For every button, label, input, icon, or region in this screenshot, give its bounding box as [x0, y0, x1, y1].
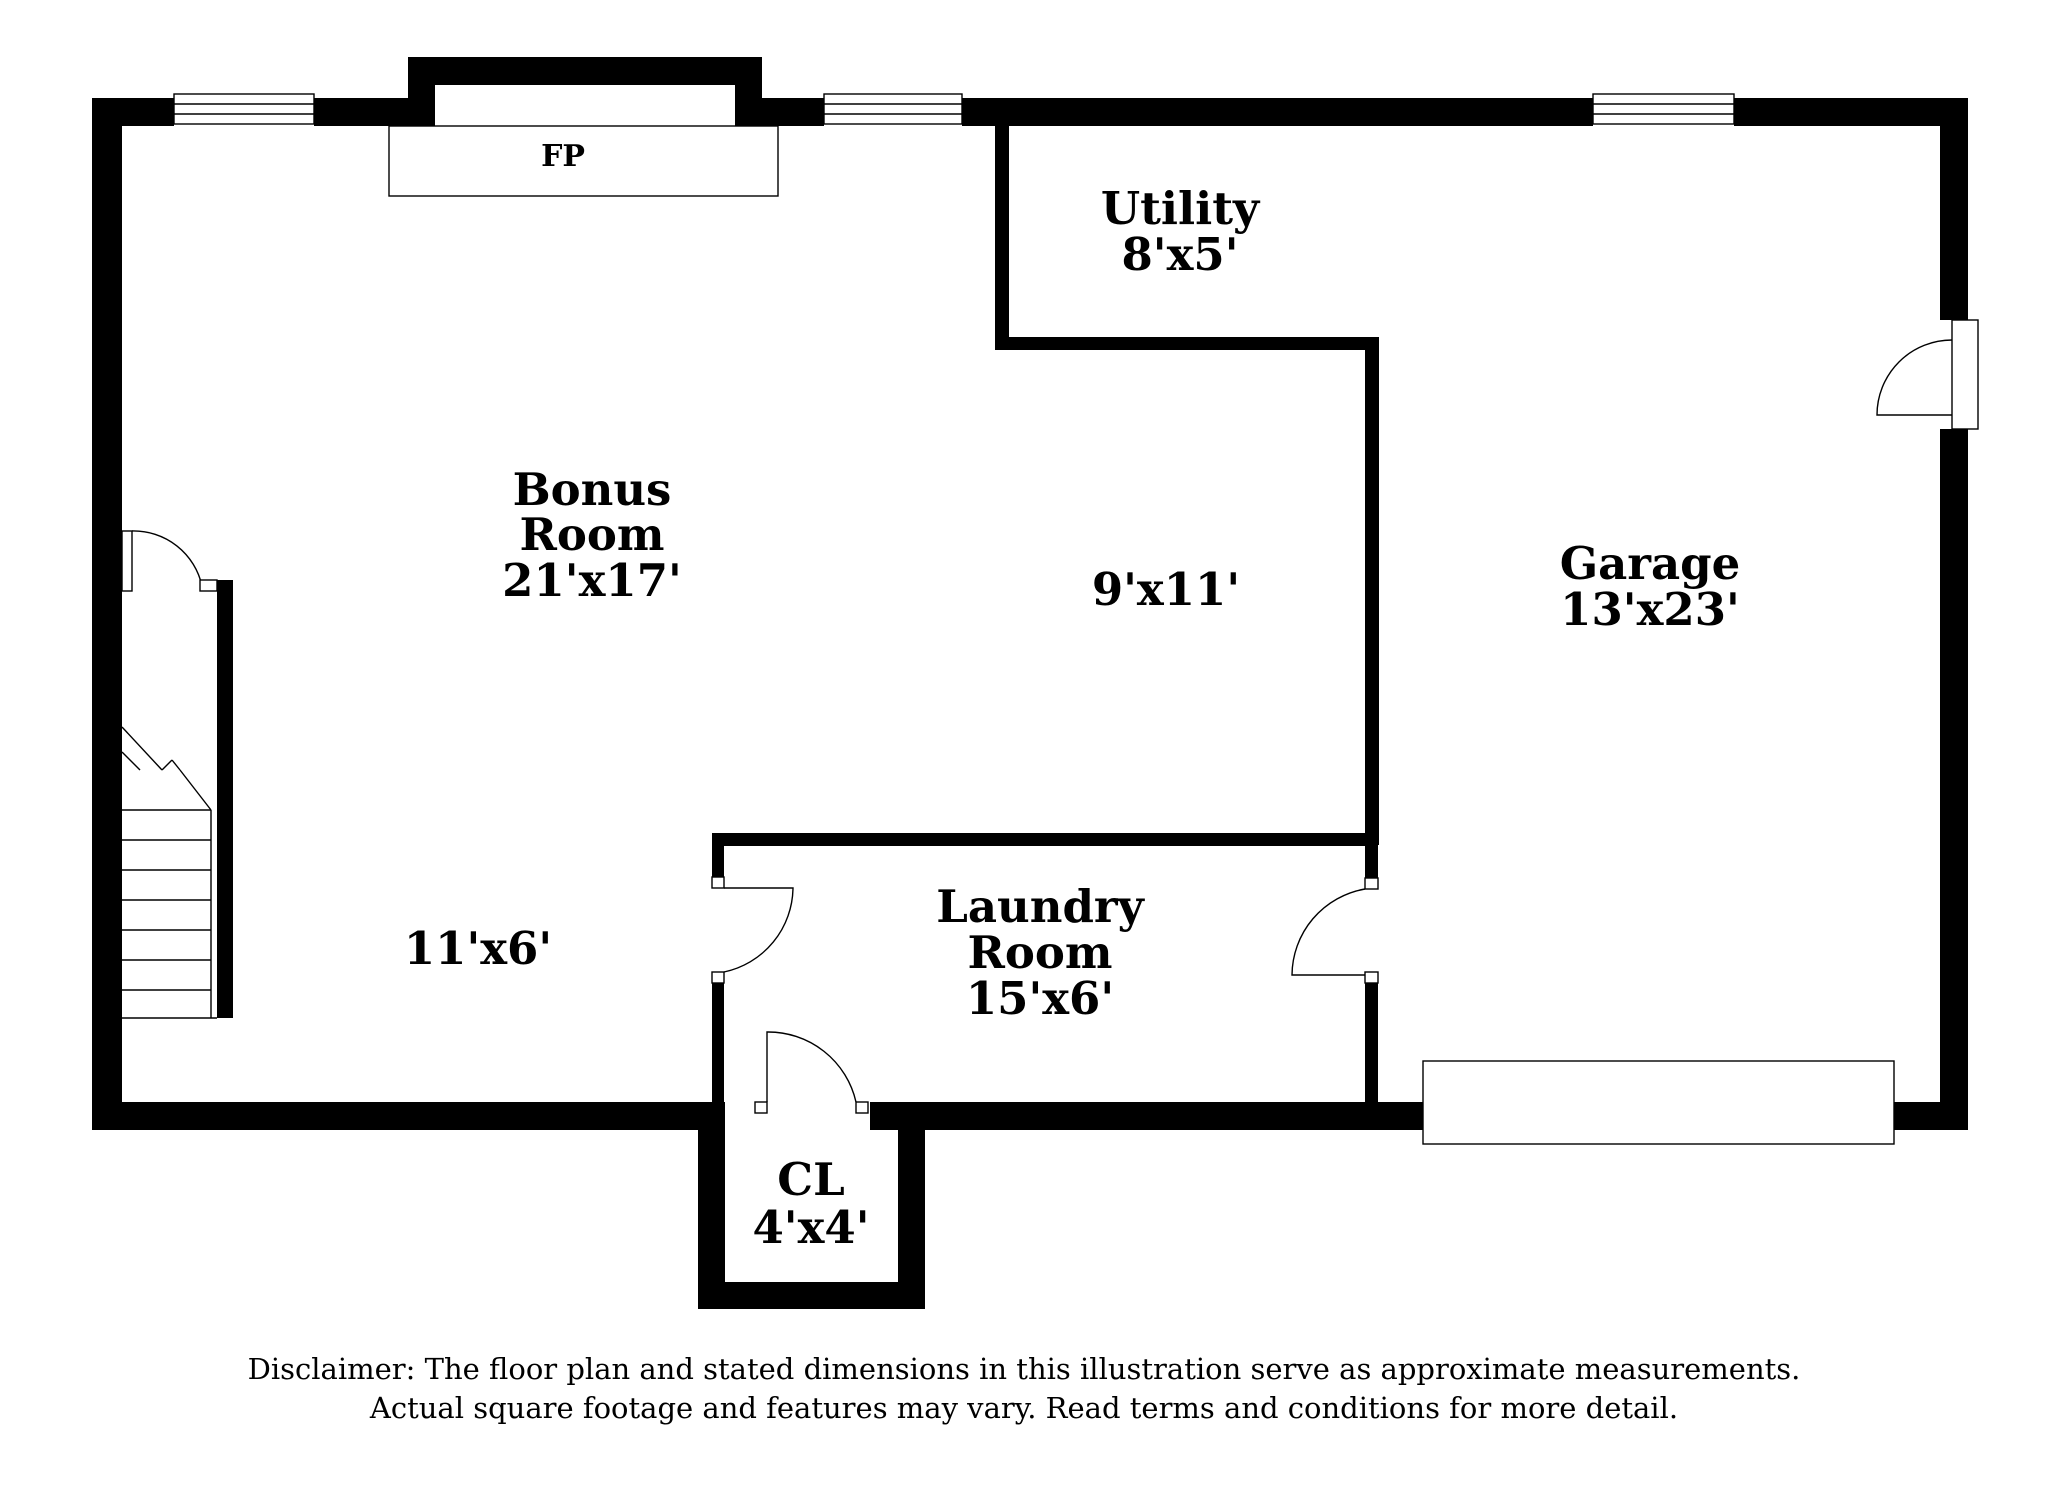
window-top-right	[1592, 93, 1735, 125]
interior-walls	[217, 117, 1379, 1103]
closet-dims: 4'x4'	[752, 1201, 869, 1254]
window-top-middle	[823, 93, 963, 125]
bonus-room-name-line2: Room	[519, 508, 664, 561]
windows	[173, 93, 1735, 125]
lower-left-area-dims: 11'x6'	[404, 922, 552, 975]
window-top-left	[173, 93, 315, 125]
door-laundry-left	[711, 876, 794, 984]
utility-dims: 8'x5'	[1121, 228, 1238, 281]
bonus-room-name-line1: Bonus	[513, 463, 672, 516]
laundry-room-name-line1: Laundry	[936, 880, 1145, 933]
door-garage-side	[1876, 319, 1979, 430]
garage-door	[1422, 1060, 1895, 1145]
fireplace-hearth	[388, 125, 779, 197]
door-closet	[754, 1031, 869, 1114]
doors	[121, 319, 1979, 1114]
bonus-room-dims: 21'x17'	[502, 554, 682, 607]
center-area-dims: 9'x11'	[1092, 563, 1240, 616]
laundry-room-dims: 15'x6'	[966, 972, 1114, 1025]
staircase	[121, 726, 217, 1019]
door-left-exterior	[121, 530, 218, 592]
garage-dims: 13'x23'	[1560, 583, 1740, 636]
laundry-room-name-line2: Room	[967, 926, 1112, 979]
utility-name: Utility	[1101, 182, 1261, 235]
disclaimer-line-1: Disclaimer: The floor plan and stated di…	[247, 1352, 1801, 1386]
garage-name: Garage	[1560, 537, 1741, 590]
door-laundry-right	[1291, 877, 1379, 984]
disclaimer-line-2: Actual square footage and features may v…	[369, 1391, 1679, 1425]
exterior-walls	[92, 57, 1968, 1309]
closet-name: CL	[777, 1153, 844, 1206]
fireplace-label: FP	[541, 139, 585, 174]
disclaimer: Disclaimer: The floor plan and stated di…	[0, 1350, 2048, 1428]
